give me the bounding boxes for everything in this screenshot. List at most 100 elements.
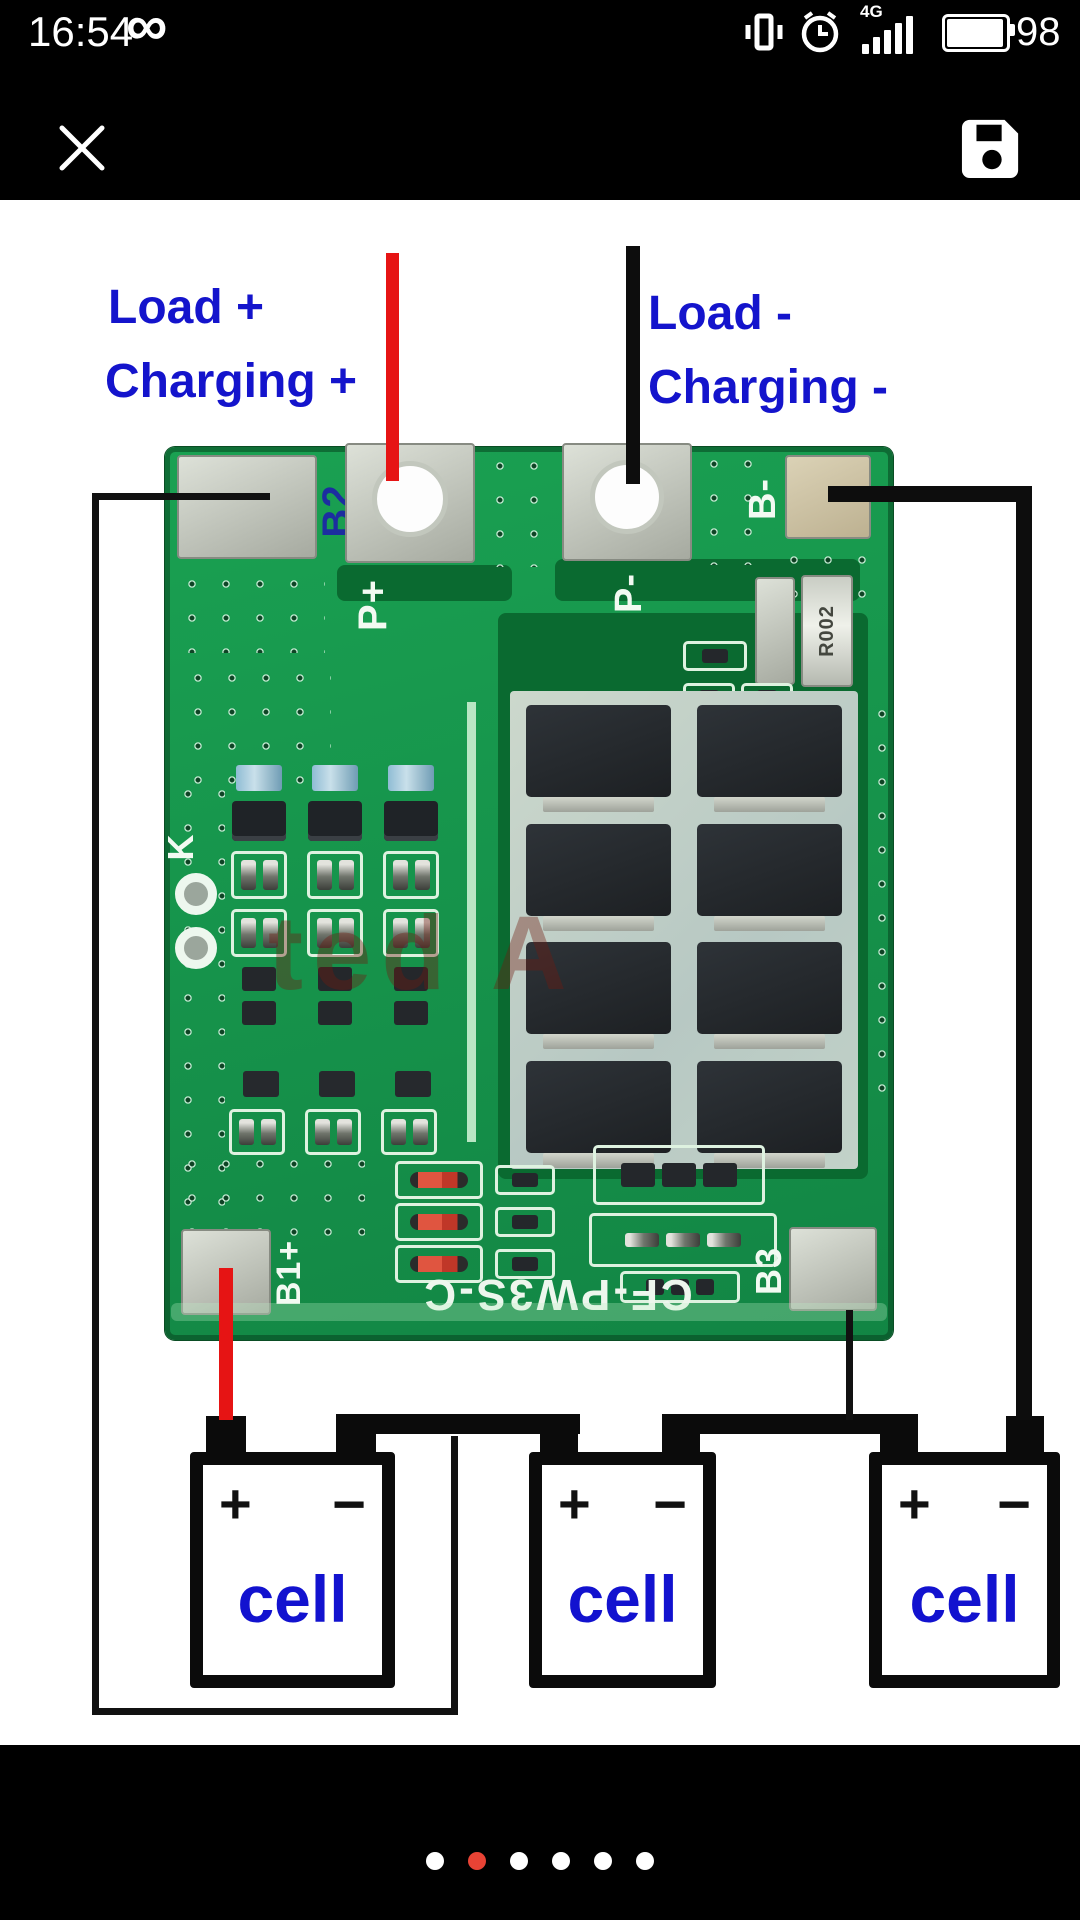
diode	[395, 1203, 483, 1241]
board-edge-strip	[171, 1303, 887, 1321]
via-dots	[171, 777, 225, 1207]
pager-dot[interactable]	[510, 1852, 528, 1870]
wire-P-minus-black	[626, 246, 640, 484]
pager-dot[interactable]	[594, 1852, 612, 1870]
mounting-hole	[175, 873, 217, 915]
wire-B2-sense	[92, 493, 99, 1715]
pager-dot[interactable]	[552, 1852, 570, 1870]
wire-B-minus	[828, 486, 1032, 502]
smd-component	[620, 1271, 740, 1303]
pad-hole	[372, 461, 448, 537]
mosfet-chip	[697, 942, 842, 1049]
wire-B-minus	[1016, 486, 1032, 1420]
label-load-minus: Load -	[648, 287, 792, 340]
image-view[interactable]: Load + Charging + Load - Charging - B2	[0, 200, 1080, 1745]
alarm-clock-icon	[801, 11, 839, 53]
cell2-minus-sign: −	[653, 1472, 687, 1537]
wire-B3-sense	[846, 1310, 853, 1420]
pager-dot[interactable]	[636, 1852, 654, 1870]
cell1-label: cell	[237, 1562, 348, 1636]
pcb-trace-region	[337, 565, 512, 601]
diode	[395, 1161, 483, 1199]
via-dots	[175, 567, 325, 653]
board-label-K: K	[160, 833, 201, 861]
pad-B3	[789, 1227, 877, 1311]
wire-B2-sense	[451, 1436, 458, 1715]
wire-B1-plus-red	[219, 1268, 233, 1420]
mosfet-chip	[697, 1060, 842, 1168]
top-bar: 16:54 ∞ 4G 98	[0, 0, 1080, 200]
cell2-plus-sign: +	[558, 1472, 591, 1535]
vibrate-icon	[745, 13, 783, 51]
mosfet-chip	[526, 1060, 671, 1168]
status-time: 16:54	[28, 8, 134, 55]
mosfet-chip	[526, 942, 671, 1049]
smd-component	[495, 1207, 555, 1237]
battery-cell-3: + − cell	[869, 1452, 1060, 1688]
smd-component	[495, 1165, 555, 1195]
pad-label-P-plus: P+	[351, 578, 395, 632]
smd-component	[593, 1145, 765, 1205]
shunt-resistor	[755, 577, 795, 685]
pad-P-plus	[345, 443, 475, 563]
label-load-plus: Load +	[108, 281, 265, 334]
via-dots	[697, 447, 773, 565]
infinity-icon: ∞	[126, 0, 167, 58]
save-button[interactable]	[960, 116, 1022, 178]
cell3-plus-sign: +	[898, 1472, 931, 1535]
cell3-minus-sign: −	[997, 1472, 1031, 1537]
pad-label-B3: B3	[748, 1246, 789, 1296]
transistor	[395, 1071, 431, 1097]
balance-circuit-column	[307, 765, 363, 1025]
transistor	[319, 1071, 355, 1097]
pad-label-B-minus: B-	[742, 477, 784, 521]
smd-component	[305, 1109, 361, 1155]
via-dots	[865, 697, 889, 1097]
shunt-label: R002	[816, 605, 838, 657]
mounting-hole	[175, 927, 217, 969]
label-charging-plus: Charging +	[105, 355, 358, 408]
cell3-minus-terminal	[1006, 1416, 1044, 1456]
battery-percent: 98	[1016, 10, 1061, 54]
cell1-minus-sign: −	[332, 1472, 366, 1537]
pad-B2	[177, 455, 317, 559]
label-charging-minus: Charging -	[648, 361, 888, 414]
transistor	[243, 1071, 279, 1097]
wire-P-plus-red	[386, 253, 399, 481]
cell2-label: cell	[567, 1562, 678, 1636]
pager	[426, 1852, 654, 1870]
signal-strength-icon: 4G	[860, 2, 928, 54]
series-link-bar	[336, 1414, 580, 1434]
wire-B2-sense	[92, 493, 270, 500]
signal-bars	[862, 16, 913, 54]
cell1-plus-terminal	[206, 1416, 246, 1456]
battery-icon	[942, 14, 1015, 52]
pad-label-P-minus: P-	[608, 573, 650, 613]
bottom-bar	[0, 1745, 1080, 1920]
balance-circuit-column	[383, 765, 439, 1025]
diode	[395, 1245, 483, 1283]
via-dots	[483, 449, 543, 567]
cell1-plus-sign: +	[219, 1472, 252, 1535]
wire-B2-sense	[92, 1708, 458, 1715]
mosfet-chip	[526, 705, 671, 812]
close-button[interactable]	[56, 122, 108, 174]
pager-dot[interactable]	[426, 1852, 444, 1870]
shunt-resistor-R002	[801, 575, 853, 687]
smd-component	[589, 1213, 777, 1267]
pager-dot[interactable]	[468, 1852, 486, 1870]
mosfet-chip	[697, 823, 842, 931]
mosfet-area	[510, 691, 858, 1169]
battery-cell-1: + − cell	[190, 1452, 395, 1688]
smd-component	[381, 1109, 437, 1155]
network-label: 4G	[860, 2, 883, 21]
balance-circuit-column	[231, 765, 287, 1025]
cell3-label: cell	[909, 1562, 1020, 1636]
smd-component	[229, 1109, 285, 1155]
pcb-trace-line	[467, 702, 476, 1142]
smd-component	[683, 641, 747, 671]
mosfet-chip	[697, 705, 842, 812]
mosfet-chip	[526, 823, 671, 931]
smd-component	[495, 1249, 555, 1279]
